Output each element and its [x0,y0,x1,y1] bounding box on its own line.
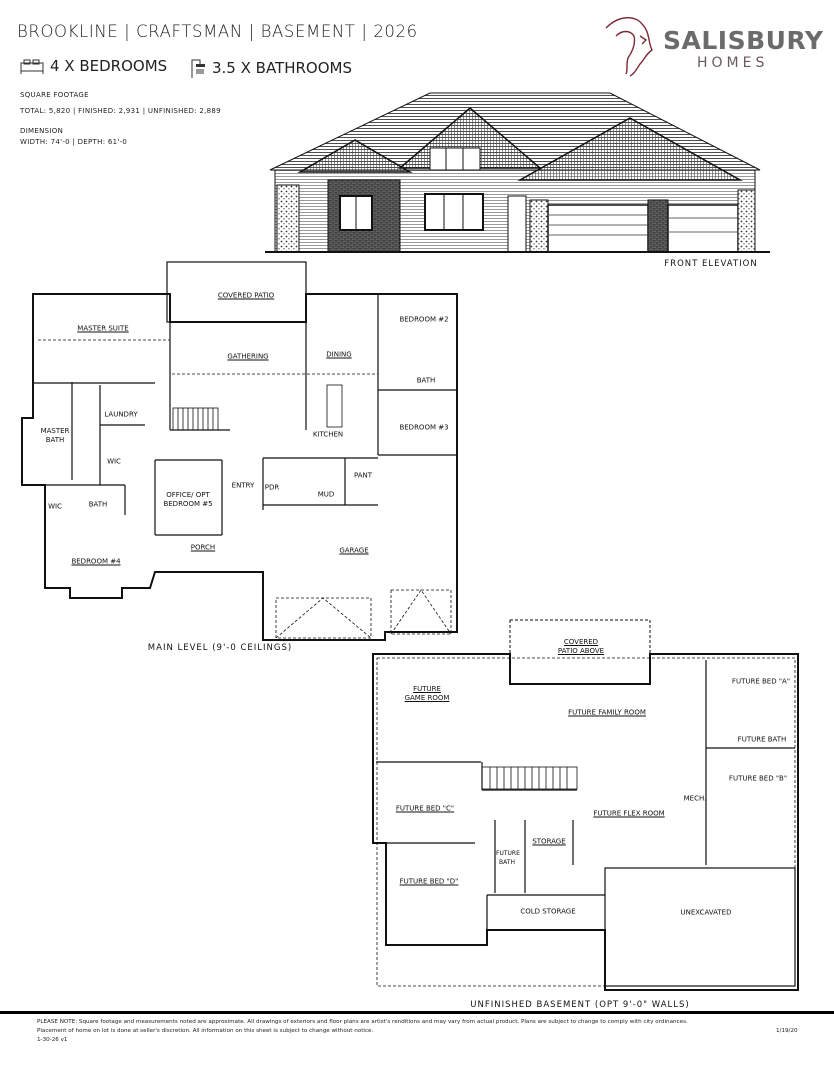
room-bedroom-2: BEDROOM #2 [399,315,449,324]
logo-sub: HOMES [697,55,769,71]
basement-caption: UNFINISHED BASEMENT (OPT 9'-0" WALLS) [470,1000,690,1010]
sqft-values: TOTAL: 5,820 | FINISHED: 2,931 | UNFINIS… [20,107,221,115]
room-bath: BATH [416,376,436,385]
bed-icon [20,59,44,74]
room-garage: GARAGE [339,546,369,555]
room-mech: MECH. [683,794,707,803]
room-pantry: PANT [353,471,373,480]
room-bed-b: FUTURE BED "B" [728,774,788,783]
room-bath-2: BATH [88,500,108,509]
date-label: 1/19/20 [776,1028,798,1034]
room-laundry: LAUNDRY [104,410,138,419]
room-family-room: FUTURE FAMILY ROOM [568,708,646,717]
room-future-bath: FUTURE BATH [737,735,787,744]
shower-icon [191,59,205,78]
room-porch: PORCH [190,543,216,552]
room-pdr: PDR [264,483,280,492]
room-dining: DINING [326,350,352,359]
disclaimer-line-2: Placement of home on lot is done at sell… [37,1028,374,1034]
bedrooms-spec: 4 X BEDROOMS [20,57,167,75]
dimension-label: DIMENSION [20,127,64,135]
version-label: 1-30-26 v1 [37,1037,68,1043]
room-wic-2: WIC [48,502,62,511]
room-covered-patio: COVERED PATIO [217,291,275,300]
logo-name: SALISBURY [663,26,824,55]
room-storage: STORAGE [532,837,566,846]
bathrooms-count: 3.5 X BATHROOMS [212,59,352,77]
dimension-values: WIDTH: 74'-0 | DEPTH: 61'-0 [20,138,128,146]
main-level-floor-plan [21,261,458,641]
main-level-caption: MAIN LEVEL (9'-0 CEILINGS) [147,643,293,653]
bedrooms-count: 4 X BEDROOMS [50,57,168,75]
room-bed-a: FUTURE BED "A" [731,677,791,686]
room-entry: ENTRY [231,481,255,490]
room-wic: WIC [107,457,121,466]
sqft-label: SQUARE FOOTAGE [20,91,89,99]
room-bedroom-4: BEDROOM #4 [71,557,121,566]
room-flex-room: FUTURE FLEX ROOM [593,809,665,818]
room-master-suite: MASTER SUITE [77,324,129,333]
room-future-bath-2: FUTURE BATH [496,850,520,866]
plan-title: BROOKLINE | CRAFTSMAN | BASEMENT | 2026 [17,22,418,41]
logo-lion-icon [605,17,653,77]
disclaimer-line-1: PLEASE NOTE: Square footage and measurem… [37,1019,688,1025]
footer-divider [0,1011,834,1014]
room-unexcavated: UNEXCAVATED [680,908,732,917]
room-cold-storage: COLD STORAGE [520,907,576,916]
basement-floor-plan [372,619,799,991]
room-patio-above: COVERED PATIO ABOVE [557,638,605,655]
room-bedroom-3: BEDROOM #3 [399,423,449,432]
bathrooms-spec: 3.5 X BATHROOMS [190,57,352,79]
room-kitchen: KITCHEN [312,430,344,439]
room-bed-c: FUTURE BED "C" [395,804,455,813]
room-master-bath: MASTER BATH [40,427,70,444]
room-mud: MUD [317,490,335,499]
room-office: OFFICE/ OPT BEDROOM #5 [163,491,213,508]
room-bed-d: FUTURE BED "D" [399,877,459,886]
room-game-room: FUTURE GAME ROOM [404,685,450,702]
room-gathering: GATHERING [227,352,269,361]
front-elevation-caption: FRONT ELEVATION [664,259,758,269]
front-elevation-drawing [265,92,770,253]
